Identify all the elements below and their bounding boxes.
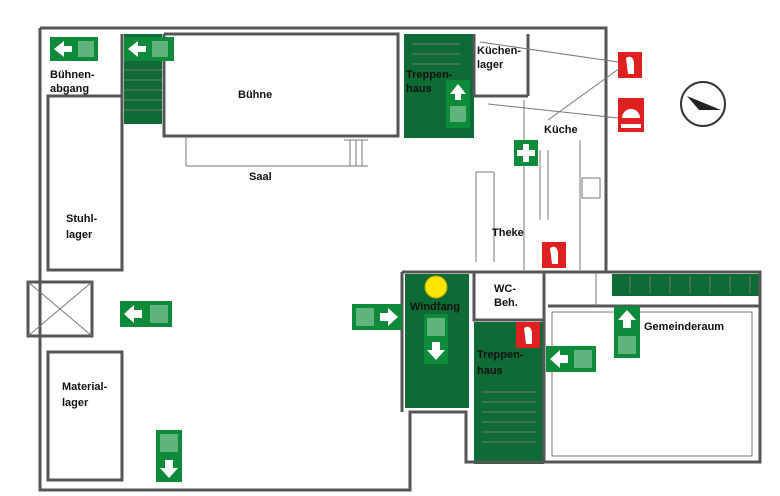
room-label-wc: WC- (494, 283, 516, 295)
room-label-windfang: Windfang (410, 301, 460, 313)
stair-area-gemeinderaum (612, 274, 760, 296)
room-label-buehnenabgang: abgang (50, 83, 89, 95)
fire-extinguisher-icon (542, 242, 566, 268)
room-label-stuhllager: lager (66, 229, 93, 241)
room-label-theke: Theke (492, 227, 524, 239)
exit-sign-windfang-right (352, 304, 402, 330)
fire-extinguisher-icon (618, 52, 642, 78)
room-label-treppenhaus-bottom: haus (477, 365, 503, 377)
room-label-treppenhaus-top: haus (406, 83, 432, 95)
assembly-point-marker (424, 275, 448, 299)
room-label-buehne: Bühne (238, 89, 272, 101)
room-label-wc: Beh. (494, 297, 518, 309)
room-label-materiallager: lager (62, 397, 89, 409)
room-label-kueche: Küche (544, 124, 578, 136)
compass-icon (680, 81, 726, 127)
room-label-materiallager: Material- (62, 381, 108, 393)
exit-sign-treppenhaus-top (446, 80, 470, 128)
exit-sign-buehnenabgang (50, 37, 98, 61)
exit-sign-buehne-corridor (124, 37, 174, 61)
exit-sign-saal-bottom (156, 430, 182, 482)
room-label-gemeinderaum: Gemeinderaum (644, 321, 724, 333)
exit-sign-treppenhaus-left (546, 346, 596, 372)
room-label-stuhllager: Stuhl- (66, 213, 97, 225)
room-label-saal: Saal (249, 171, 272, 183)
fire-alarm-icon (618, 98, 644, 132)
room-labels: Bühnen- abgang Bühne Treppen- haus Küche… (50, 45, 724, 409)
exit-sign-gemeinderaum-up (614, 306, 640, 358)
exit-sign-windfang-down (424, 314, 448, 364)
walls (26, 26, 762, 492)
room-label-kuechenlager: Küchen- (477, 45, 521, 57)
room-label-treppenhaus-bottom: Treppen- (477, 349, 524, 361)
room-label-kuechenlager: lager (477, 59, 504, 71)
leader-lines (479, 41, 621, 121)
exit-sign-saal-left (120, 301, 172, 327)
first-aid-icon (514, 140, 538, 166)
fire-extinguisher-icon (516, 322, 540, 348)
room-label-buehnenabgang: Bühnen- (50, 69, 95, 81)
room-label-treppenhaus-top: Treppen- (406, 69, 453, 81)
